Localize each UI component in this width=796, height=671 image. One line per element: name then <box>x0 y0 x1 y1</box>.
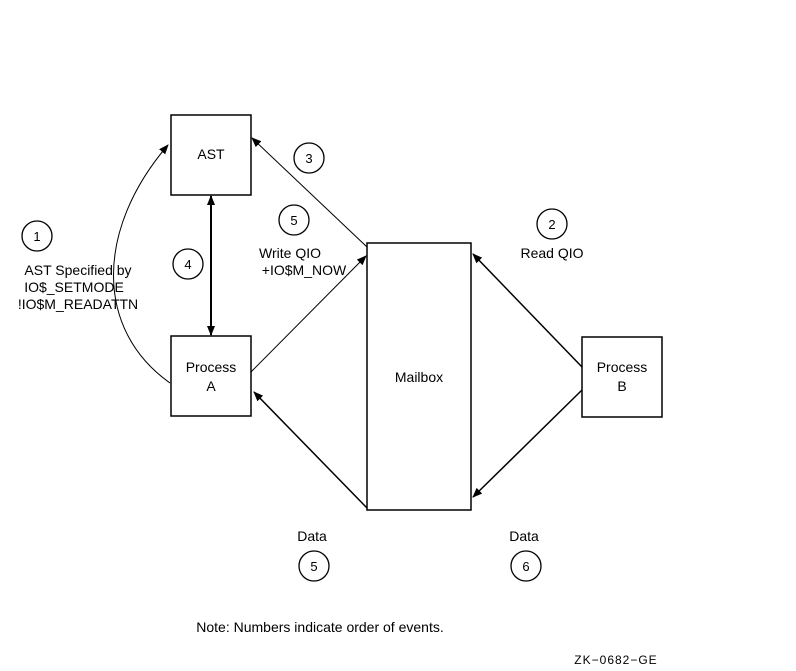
ast-spec-curve-arrow <box>113 144 171 384</box>
process-a-label-line2: A <box>206 378 216 394</box>
ast-label: AST <box>197 146 225 162</box>
write-qio-arrow <box>250 255 367 373</box>
data-to-mailbox-arrow <box>472 389 583 498</box>
process-b-label-line1: Process <box>597 359 648 375</box>
step-3-circle <box>293 142 325 174</box>
step-5-write-number: 5 <box>290 213 297 228</box>
order-note: Note: Numbers indicate order of events. <box>196 619 443 635</box>
data-right-label: Data <box>509 528 539 544</box>
process-a-label-line1: Process <box>186 359 237 375</box>
write-qio-line2: +IO$M_NOW <box>262 262 347 278</box>
process-a-box <box>170 335 252 417</box>
step-5-data-number: 5 <box>310 559 317 574</box>
step-5-data-circle <box>298 550 330 582</box>
step-4-circle <box>172 248 204 280</box>
step-1-number: 1 <box>33 229 40 244</box>
step-5-write-circle <box>278 204 310 236</box>
step-4-number: 4 <box>184 257 191 272</box>
mailbox-label: Mailbox <box>395 369 443 385</box>
step-6-circle <box>510 550 542 582</box>
step-1-circle <box>21 220 53 252</box>
ast-box <box>170 114 252 196</box>
ast-specified-line2: IO$_SETMODE <box>24 279 124 295</box>
ast-specified-line3: !IO$M_READATTN <box>18 296 138 312</box>
figure-id: ZK−0682−GE <box>574 653 657 667</box>
data-left-label: Data <box>297 528 327 544</box>
step-2-number: 2 <box>548 217 555 232</box>
data-to-process-a-arrow <box>253 391 368 509</box>
read-qio-label: Read QIO <box>520 245 583 261</box>
step-6-number: 6 <box>522 559 529 574</box>
step-3-number: 3 <box>305 151 312 166</box>
write-qio-line1: Write QIO <box>259 245 321 261</box>
process-b-box <box>581 336 663 418</box>
mailbox-box <box>366 242 472 511</box>
read-qio-arrow <box>472 253 583 368</box>
mailbox-to-ast-arrow <box>251 137 368 248</box>
process-b-label-line2: B <box>617 378 626 394</box>
step-2-circle <box>536 208 568 240</box>
ast-specified-line1: AST Specified by <box>24 262 131 278</box>
